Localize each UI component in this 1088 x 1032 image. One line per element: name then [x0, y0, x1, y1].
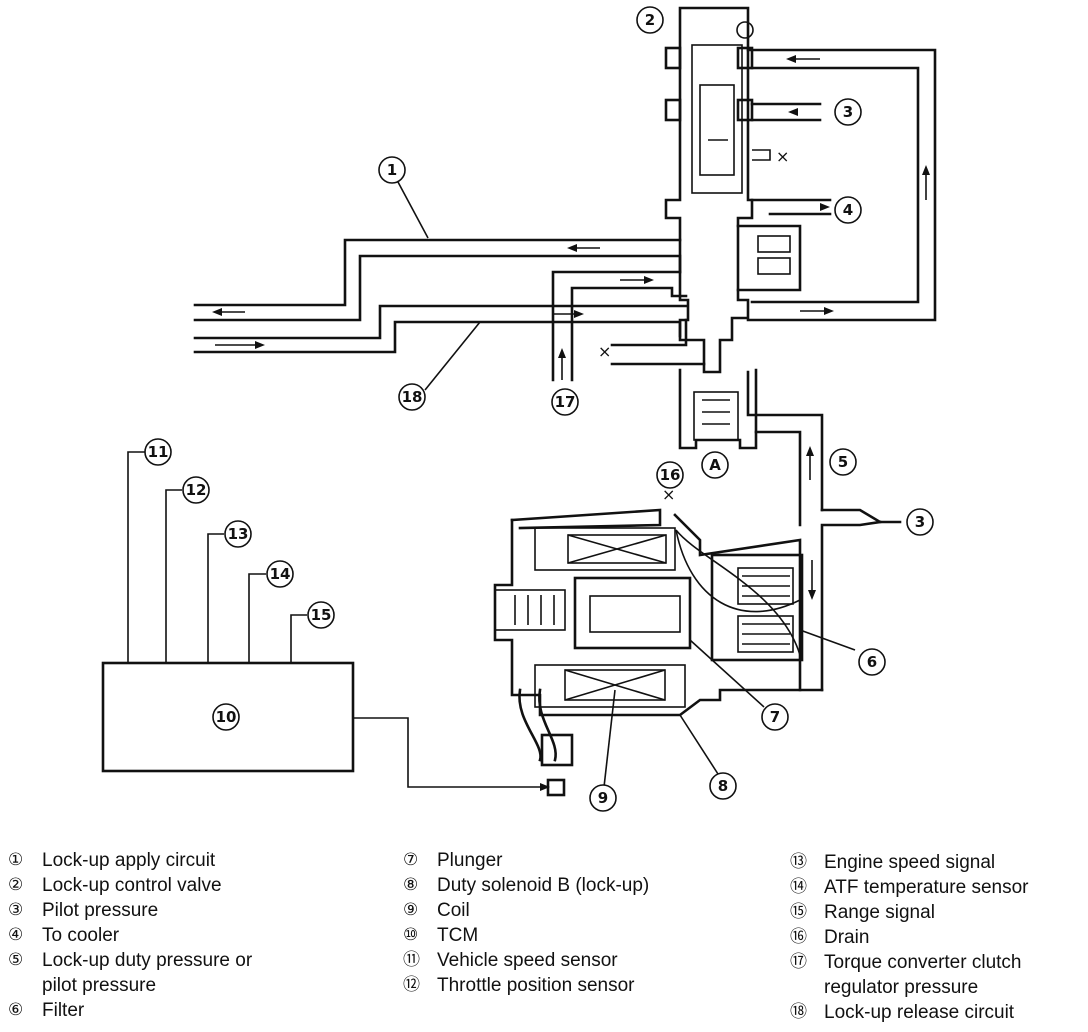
- callout-4: 4: [834, 196, 862, 224]
- svg-text:10: 10: [216, 708, 237, 726]
- pilot-and-cooler-lines: ×: [736, 48, 937, 322]
- svg-text:×: ×: [776, 147, 789, 166]
- callout-18: 18: [398, 383, 426, 411]
- svg-text:14: 14: [270, 565, 291, 583]
- svg-text:3: 3: [915, 513, 925, 531]
- callout-8: 8: [709, 772, 737, 800]
- duty-solenoid-b: ×: [493, 485, 824, 797]
- svg-text:7: 7: [770, 708, 780, 726]
- svg-text:17: 17: [555, 393, 576, 411]
- lock-up-release-circuit: [193, 304, 688, 354]
- svg-text:9: 9: [598, 789, 608, 807]
- svg-text:5: 5: [838, 453, 848, 471]
- valve-plunger-section: [678, 368, 824, 527]
- callout-a: A: [701, 451, 729, 479]
- regulator-pressure-port: ×: [551, 270, 706, 382]
- callout-2: 2: [636, 6, 664, 34]
- callout-9: 9: [589, 784, 617, 812]
- callout-16: 16: [656, 461, 684, 489]
- svg-text:×: ×: [662, 485, 675, 504]
- hydraulic-diagram: × ×: [101, 6, 937, 812]
- callout-3-upper: 3: [834, 98, 862, 126]
- svg-text:×: ×: [598, 342, 611, 361]
- callout-13: 13: [224, 520, 252, 548]
- svg-text:A: A: [709, 456, 721, 474]
- callout-14: 14: [266, 560, 294, 588]
- callout-10: 10: [212, 703, 240, 731]
- legend-item: pilot pressure: [42, 975, 157, 996]
- pilot-pressure-branch: [808, 508, 902, 692]
- leader-lines: [397, 181, 856, 788]
- svg-text:15: 15: [311, 606, 332, 624]
- svg-text:4: 4: [843, 201, 853, 219]
- callout-3-lower: 3: [906, 508, 934, 536]
- svg-text:6: 6: [867, 653, 877, 671]
- svg-text:18: 18: [402, 388, 423, 406]
- lock-up-control-valve: [664, 6, 754, 374]
- callout-7: 7: [761, 703, 789, 731]
- svg-text:16: 16: [660, 466, 681, 484]
- callout-5: 5: [829, 448, 857, 476]
- svg-text:3: 3: [843, 103, 853, 121]
- callout-6: 6: [858, 648, 886, 676]
- filter-mesh: [742, 575, 790, 645]
- tcm-module: [101, 451, 550, 791]
- svg-text:12: 12: [186, 481, 207, 499]
- callout-11: 11: [144, 438, 172, 466]
- svg-text:11: 11: [148, 443, 169, 461]
- callout-12: 12: [182, 476, 210, 504]
- callout-17: 17: [551, 388, 579, 416]
- svg-text:8: 8: [718, 777, 728, 795]
- lock-up-apply-circuit: [193, 238, 682, 322]
- svg-text:2: 2: [645, 11, 655, 29]
- svg-text:1: 1: [387, 161, 397, 179]
- callout-1: 1: [378, 156, 406, 184]
- legend-item: regulator pressure: [824, 977, 979, 998]
- callout-15: 15: [307, 601, 335, 629]
- svg-text:13: 13: [228, 525, 249, 543]
